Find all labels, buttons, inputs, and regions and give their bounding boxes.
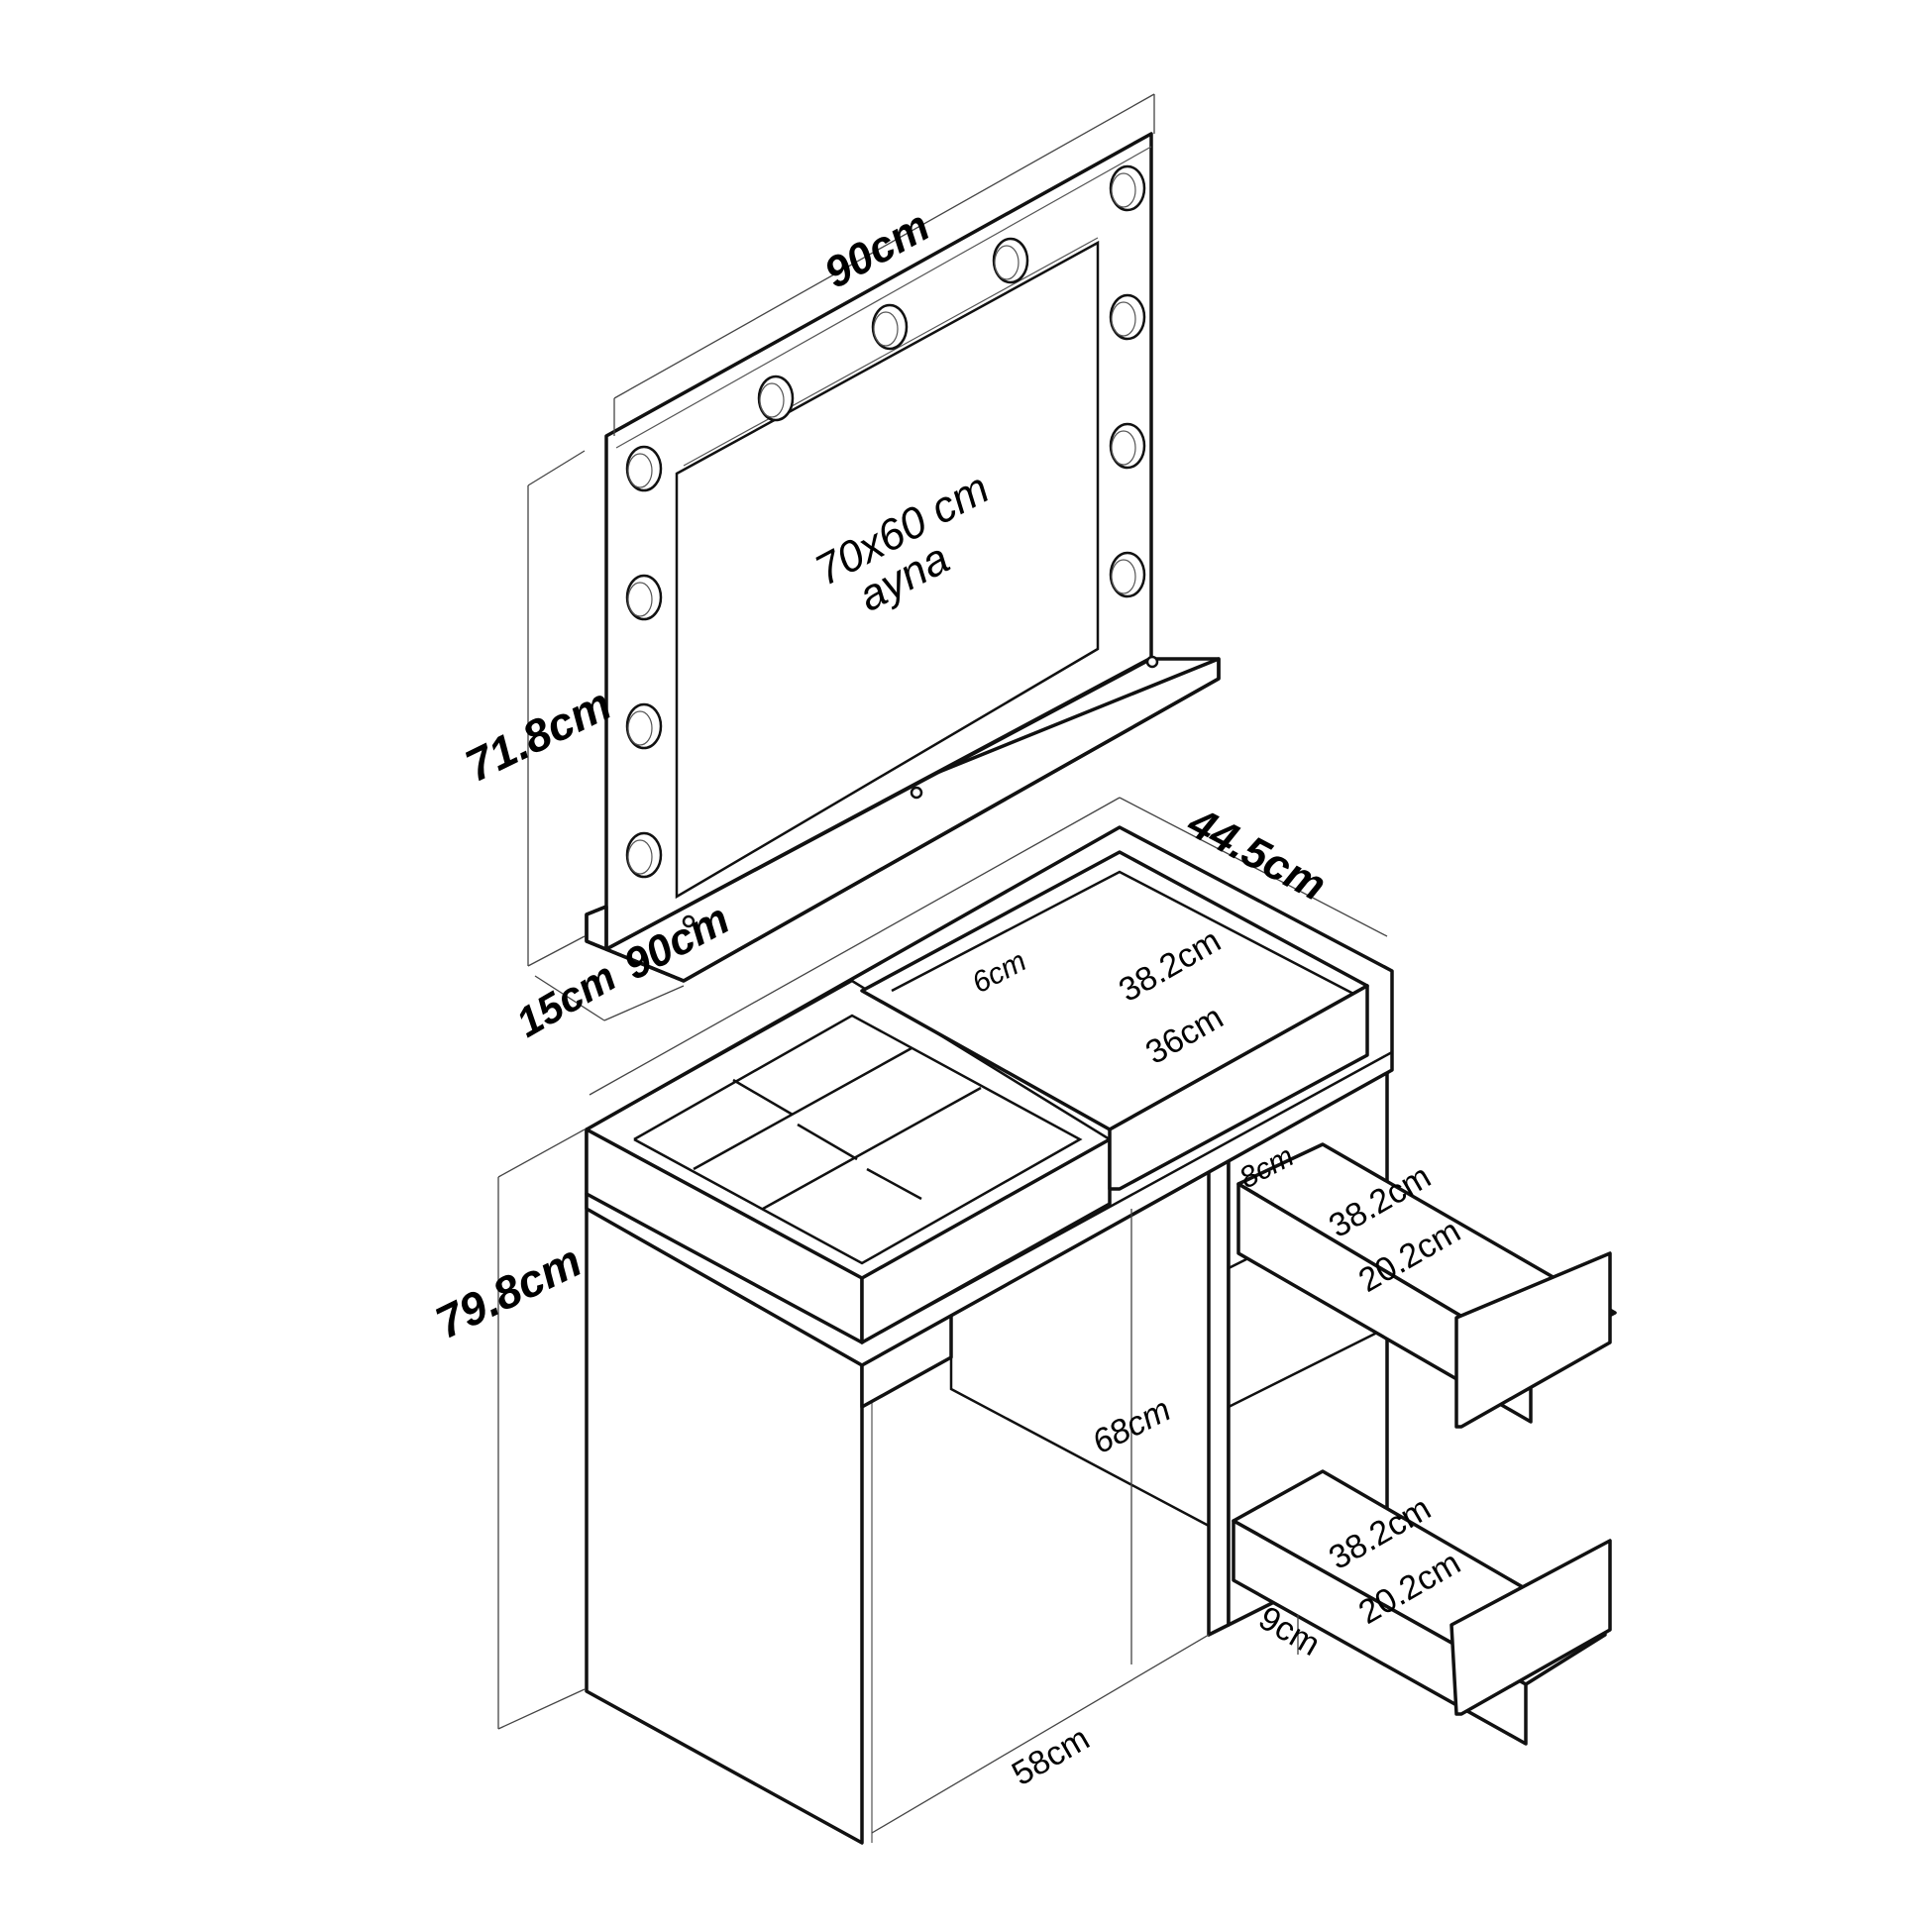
desk-width-dimension-line [589, 797, 1121, 1096]
organizer-tray-side [860, 1137, 1112, 1344]
lower-drawer [1232, 1469, 1612, 1746]
mirror-height-label: 71.8cm [458, 678, 619, 792]
upper-drawer-front [1454, 1251, 1612, 1429]
desk-unit [497, 797, 1617, 1845]
mirror-width-dimension-line [613, 93, 1155, 399]
mirror-depth-label: 15cm [508, 952, 624, 1045]
lower-drawer-front [1449, 1539, 1612, 1716]
desk-depth-dimension-line [1119, 797, 1388, 937]
knee-width-dimension-line [871, 1634, 1210, 1834]
desk-height-label: 79.8cm [428, 1234, 590, 1348]
mirror-unit [527, 93, 1221, 1021]
right-pedestal-side [1207, 1137, 1231, 1637]
mirror-glass [675, 240, 1100, 900]
top-tray-front [1108, 984, 1369, 1191]
mirror-depth-dimension-line [534, 975, 605, 1021]
knee-width-label: 58cm [1006, 1719, 1096, 1792]
bulb-icons [625, 164, 1146, 879]
upper-drawer [1236, 1142, 1617, 1429]
